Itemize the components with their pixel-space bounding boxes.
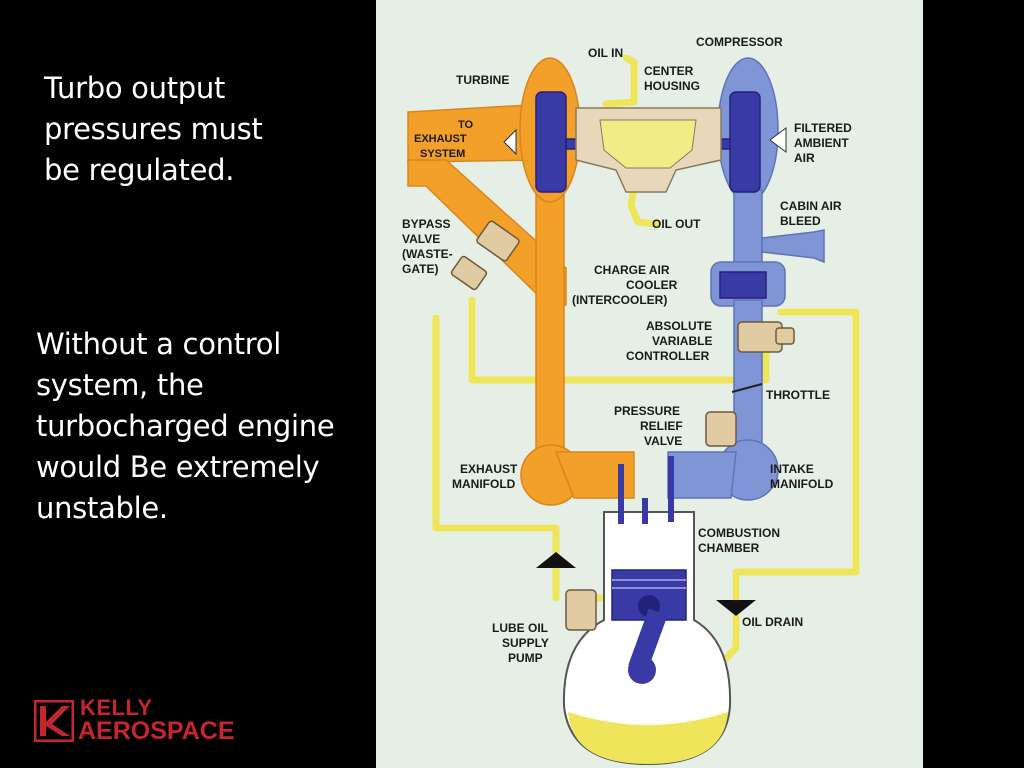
label-absolute-controller: CONTROLLER xyxy=(626,349,710,363)
oil-drain-arrow xyxy=(716,600,756,616)
heading-line: pressures must xyxy=(44,112,263,146)
body-line: system, the xyxy=(36,368,204,402)
label-turbine: TURBINE xyxy=(456,73,509,87)
body-line: turbocharged engine xyxy=(36,409,335,443)
intake-valve-stem-2 xyxy=(668,456,674,522)
diagram-labels: OIL IN COMPRESSOR TURBINE CENTER HOUSING… xyxy=(402,35,852,665)
label-to-exhaust: EXHAUST xyxy=(414,133,467,145)
label-combustion-chamber: CHAMBER xyxy=(698,541,760,555)
turbo-system-diagram: OIL IN COMPRESSOR TURBINE CENTER HOUSING… xyxy=(376,0,923,768)
label-filtered-air: AMBIENT xyxy=(794,136,849,150)
label-lube-oil: PUMP xyxy=(508,651,543,665)
label-charge-air: (INTERCOOLER) xyxy=(572,293,667,307)
label-to-exhaust: SYSTEM xyxy=(420,148,465,160)
diagram-svg: OIL IN COMPRESSOR TURBINE CENTER HOUSING… xyxy=(402,35,860,766)
label-cabin-air: BLEED xyxy=(780,214,821,228)
label-bypass-valve: GATE) xyxy=(402,262,438,276)
intake-valve-stem xyxy=(642,498,648,524)
logo-text-aerospace: AEROSPACE xyxy=(78,717,235,745)
absolute-controller xyxy=(737,321,795,353)
label-to-exhaust: TO xyxy=(458,119,474,131)
heading-line: Turbo output xyxy=(44,71,226,105)
slide-heading: Turbo output pressures must be regulated… xyxy=(44,68,263,191)
heading-line: be regulated. xyxy=(44,153,235,187)
center-housing xyxy=(575,107,722,193)
charge-cooler-core xyxy=(719,271,767,299)
label-intake-manifold: INTAKE xyxy=(770,462,814,476)
body-line: unstable. xyxy=(36,491,168,525)
label-cabin-air: CABIN AIR xyxy=(780,199,842,213)
intake-runner xyxy=(667,451,737,499)
logo-text-kelly: KELLY xyxy=(80,695,153,720)
label-intake-manifold: MANIFOLD xyxy=(770,477,834,491)
engine-cylinder xyxy=(562,456,732,766)
label-center-housing: CENTER xyxy=(644,64,694,78)
wastegate-valve xyxy=(450,220,520,291)
throttle-plate xyxy=(731,383,763,393)
label-exhaust-manifold: MANIFOLD xyxy=(452,477,516,491)
cabin-bleed-pipe xyxy=(761,229,825,264)
label-filtered-air: AIR xyxy=(794,151,815,165)
label-oil-drain: OIL DRAIN xyxy=(742,615,803,629)
label-bypass-valve: VALVE xyxy=(402,232,440,246)
label-compressor: COMPRESSOR xyxy=(696,35,783,49)
lube-oil-pump xyxy=(565,589,597,631)
label-pressure-relief: VALVE xyxy=(644,434,682,448)
slide-body-text: Without a control system, the turbocharg… xyxy=(36,324,335,529)
intake-pipe-upper xyxy=(733,189,763,271)
label-pressure-relief: RELIEF xyxy=(640,419,683,433)
label-lube-oil: SUPPLY xyxy=(502,636,549,650)
label-oil-out: OIL OUT xyxy=(652,217,701,231)
label-bypass-valve: (WASTE- xyxy=(402,247,453,261)
kelly-logo-icon xyxy=(34,700,74,742)
label-oil-in: OIL IN xyxy=(588,46,623,60)
exhaust-arrow xyxy=(503,128,517,156)
label-charge-air: COOLER xyxy=(626,278,678,292)
right-oil-line xyxy=(682,308,860,704)
label-combustion-chamber: COMBUSTION xyxy=(698,526,780,540)
controller-oil-loop xyxy=(468,296,780,384)
crank-journal xyxy=(628,656,656,684)
label-filtered-air: FILTERED xyxy=(794,121,852,135)
pressure-relief-valve xyxy=(705,411,737,447)
label-absolute-controller: VARIABLE xyxy=(652,334,712,348)
oil-up-arrow xyxy=(536,552,576,568)
turbine-downpipe xyxy=(535,189,565,481)
connecting-rod xyxy=(628,608,668,672)
oil-out-line xyxy=(627,184,660,228)
label-center-housing: HOUSING xyxy=(644,79,700,93)
oil-in-line xyxy=(602,54,638,108)
body-line: would Be extremely xyxy=(36,450,320,484)
label-pressure-relief: PRESSURE xyxy=(614,404,680,418)
label-throttle: THROTTLE xyxy=(766,388,830,402)
label-charge-air: CHARGE AIR xyxy=(594,263,670,277)
turbine-wheel xyxy=(535,91,567,193)
label-bypass-valve: BYPASS xyxy=(402,217,450,231)
exhaust-runner xyxy=(554,451,635,499)
ambient-air-arrow xyxy=(769,127,787,153)
body-line: Without a control xyxy=(36,327,281,361)
kelly-aerospace-logo: KELLY AEROSPACE xyxy=(34,695,244,745)
compressor-wheel xyxy=(729,91,761,193)
exhaust-valve-stem xyxy=(618,464,624,524)
label-absolute-controller: ABSOLUTE xyxy=(646,319,712,333)
label-exhaust-manifold: EXHAUST xyxy=(460,462,518,476)
label-lube-oil: LUBE OIL xyxy=(492,621,548,635)
